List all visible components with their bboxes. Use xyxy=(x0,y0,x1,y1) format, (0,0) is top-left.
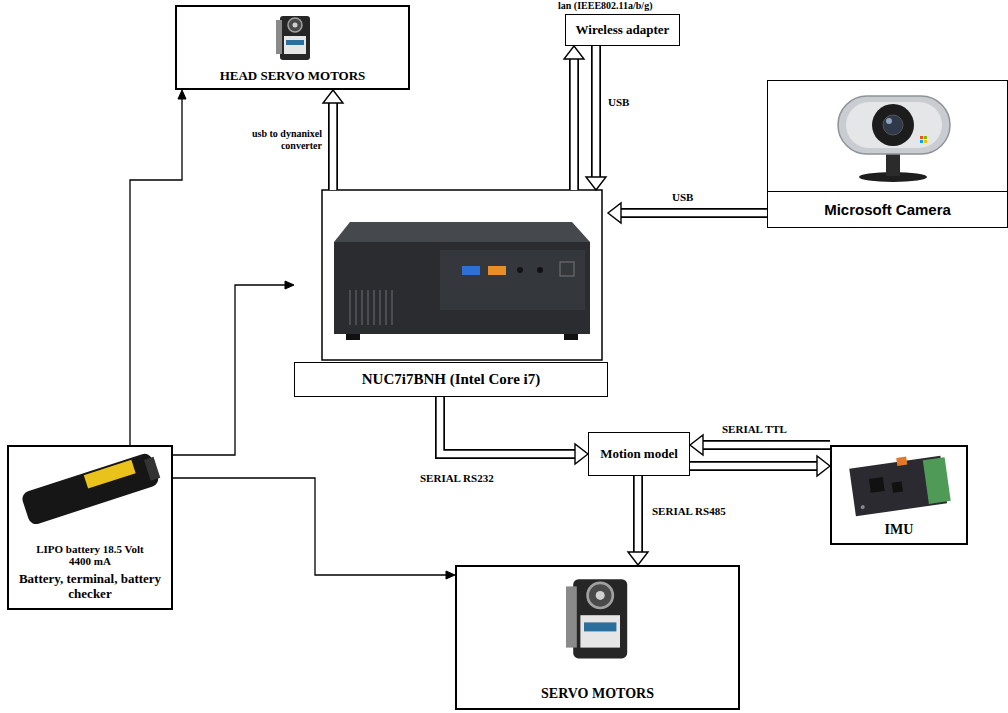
arrow-outline xyxy=(440,397,576,454)
arrow-head xyxy=(285,281,294,289)
arrow-outline xyxy=(328,102,338,190)
arrow-head xyxy=(628,552,648,565)
box-title: SERVO MOTORS xyxy=(541,686,654,702)
camera-box: Microsoft Camera xyxy=(767,80,1008,228)
signal-label: USB xyxy=(608,96,629,109)
controller-box: Motion model xyxy=(588,432,690,476)
arrow-outline xyxy=(591,46,601,178)
signal-label: SERIAL RS232 xyxy=(420,472,494,485)
bus-arrow xyxy=(690,456,830,476)
arrow-outline xyxy=(569,58,579,190)
arrow-line xyxy=(173,478,447,575)
bus-arrow xyxy=(440,397,588,464)
signal-label: SERIAL RS485 xyxy=(652,505,726,518)
servo-box: SERVO MOTORS xyxy=(455,565,740,710)
signal-label: SERIAL TTL xyxy=(722,423,787,436)
arrow-outline xyxy=(620,208,767,218)
power-line xyxy=(173,281,294,455)
arrow-inner xyxy=(635,476,642,553)
arrow-inner xyxy=(330,102,337,190)
box-caption: Battery, terminal, battery checker xyxy=(13,572,167,602)
arrow-outline xyxy=(702,440,830,450)
box-title: Motion model xyxy=(600,447,678,462)
bus-arrow xyxy=(690,435,830,455)
arrow-head xyxy=(323,90,343,103)
arrow-head xyxy=(564,46,584,59)
computer-box: NUC7i7BNH (Intel Core i7) xyxy=(294,190,608,397)
sensor-box: IMU xyxy=(830,445,968,545)
box-title: NUC7i7BNH (Intel Core i7) xyxy=(294,362,608,397)
arrow-inner xyxy=(571,58,578,190)
bus-arrow xyxy=(586,46,606,190)
arrow-head xyxy=(178,90,186,99)
servo-illustration xyxy=(566,579,627,658)
power-line xyxy=(130,90,186,445)
bus-arrow xyxy=(608,203,767,223)
adapter-box: Wireless adapter xyxy=(565,14,680,46)
arrow-head xyxy=(575,444,588,464)
arrow-head xyxy=(690,435,703,455)
signal-label: USB xyxy=(672,191,693,204)
computer-frame xyxy=(322,190,602,360)
computer-illustration xyxy=(334,222,590,340)
arrow-line xyxy=(173,285,286,455)
battery-rating: LIPO battery 18.5 Volt 4400 mA xyxy=(35,543,145,568)
arrow-head xyxy=(608,203,621,223)
sensor-illustration xyxy=(849,451,951,516)
arrow-line xyxy=(130,98,182,445)
bus-arrow xyxy=(323,90,343,190)
arrow-head xyxy=(446,571,455,579)
arrow-outline xyxy=(690,461,818,471)
servo-box: HEAD SERVO MOTORS xyxy=(175,5,410,90)
box-title: IMU xyxy=(885,522,914,538)
box-title: Microsoft Camera xyxy=(768,191,1007,227)
power-line xyxy=(173,478,455,579)
arrow-inner xyxy=(440,397,576,454)
signal-label: usb to dynanixel converter xyxy=(226,128,322,151)
arrow-inner xyxy=(702,442,830,449)
arrow-inner xyxy=(593,46,600,178)
box-title: HEAD SERVO MOTORS xyxy=(220,69,366,84)
bus-arrow xyxy=(628,476,648,565)
arrow-inner xyxy=(690,463,818,470)
arrow-outline xyxy=(633,476,643,553)
bus-arrow xyxy=(564,46,584,190)
link-label: lan (IEEE802.11a/b/g) xyxy=(558,0,652,12)
servo-illustration xyxy=(276,16,310,60)
arrow-head xyxy=(817,456,830,476)
arrow-inner xyxy=(620,210,767,217)
battery-illustration xyxy=(20,451,162,526)
arrow-head xyxy=(586,177,606,190)
camera-illustration xyxy=(838,96,950,182)
battery-box: LIPO battery 18.5 Volt 4400 mA Battery, t… xyxy=(7,445,173,610)
box-title: Wireless adapter xyxy=(576,23,670,38)
